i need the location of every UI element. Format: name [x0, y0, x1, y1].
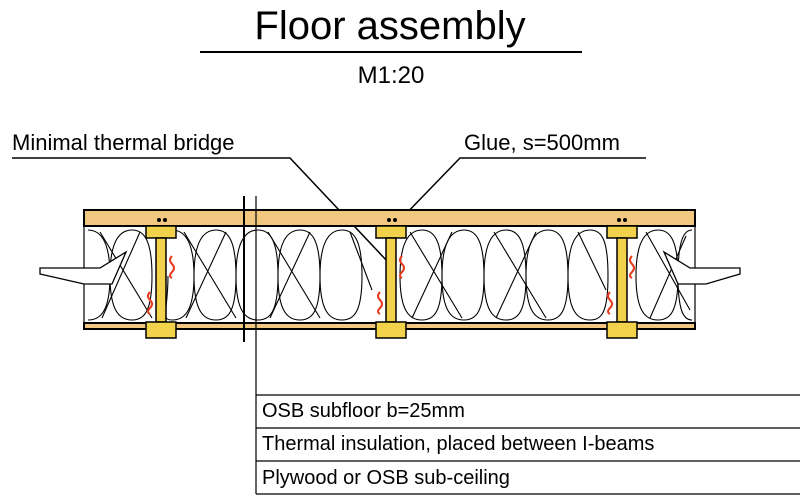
i-beam-2 [375, 225, 407, 339]
i-beam-3 [606, 225, 638, 339]
break-line-left [39, 250, 128, 285]
drawing-title: Floor assembly [254, 4, 526, 48]
heat-flow-icon [147, 255, 635, 315]
leader-thermal-bridge [12, 157, 389, 263]
glue-marks [157, 218, 627, 222]
break-line-right [662, 250, 741, 285]
i-beam-1 [145, 225, 177, 339]
title-underline [200, 51, 582, 53]
legend-table [256, 394, 800, 495]
legend-osb-subfloor: OSB subfloor b=25mm [262, 400, 465, 422]
callout-glue: Glue, s=500mm [464, 130, 620, 155]
drawing-scale: M1:20 [357, 62, 425, 89]
legend-sub-ceiling: Plywood or OSB sub-ceiling [262, 467, 510, 489]
legend-thermal-insulation: Thermal insulation, placed between I-bea… [262, 433, 655, 455]
leader-glue [399, 157, 646, 221]
callout-leaders [12, 157, 646, 263]
callout-thermal-bridge: Minimal thermal bridge [12, 130, 235, 155]
osb-subfloor [83, 209, 696, 227]
